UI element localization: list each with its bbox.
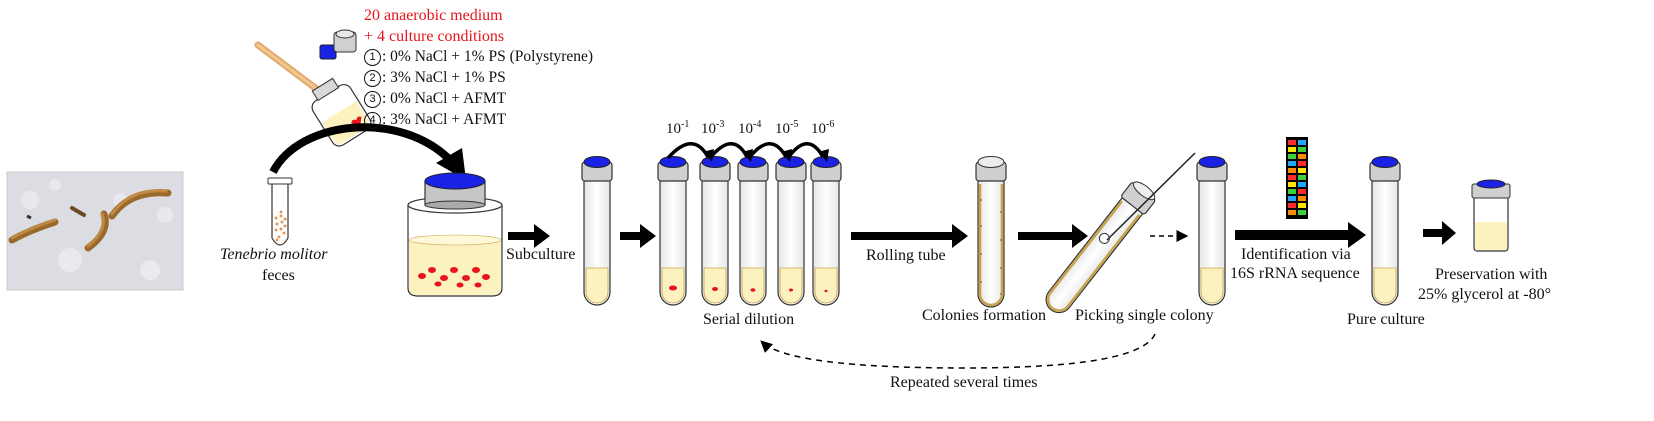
feces-label: feces xyxy=(262,267,295,284)
serial-dilution-label: Serial dilution xyxy=(703,311,795,328)
subculture-tube xyxy=(581,155,613,306)
dilution-tube-2 xyxy=(699,155,731,306)
sequence-bar-icon xyxy=(1286,137,1308,219)
preservation-label-1: Preservation with xyxy=(1435,266,1548,283)
condition-text: : 0% NaCl + AFMT xyxy=(382,90,507,107)
dilution-tube-3 xyxy=(737,155,769,306)
colonies-formation-label: Colonies formation xyxy=(922,307,1046,324)
condition-number-badge: 3 xyxy=(364,91,381,108)
culture-jar xyxy=(407,172,503,297)
condition-number-badge: 4 xyxy=(364,112,381,129)
condition-number-badge: 2 xyxy=(364,70,381,87)
media-heading-1: 20 anaerobic medium xyxy=(364,7,503,24)
repeat-arrow xyxy=(760,333,1156,369)
identification-label-1: Identification via xyxy=(1241,246,1351,263)
dilution-label-2: 10-3 xyxy=(701,119,725,137)
dilution-label-3: 10-4 xyxy=(738,119,762,137)
condition-text: : 3% NaCl + 1% PS xyxy=(382,69,506,86)
dilution-tube-5 xyxy=(810,155,842,306)
condition-text: : 0% NaCl + 1% PS (Polystyrene) xyxy=(382,48,594,65)
subculture-label: Subculture xyxy=(506,246,576,263)
condition-4: 4: 3% NaCl + AFMT xyxy=(364,110,506,130)
dilution-label-4: 10-5 xyxy=(775,119,799,137)
condition-number-badge: 1 xyxy=(364,49,381,66)
pure-culture-label: Pure culture xyxy=(1347,311,1425,328)
rolling-tube-label: Rolling tube xyxy=(866,247,946,264)
condition-text: : 3% NaCl + AFMT xyxy=(382,111,507,128)
picking-tube xyxy=(1045,181,1156,314)
picking-label: Picking single colony xyxy=(1075,307,1214,324)
vial-cap-icon xyxy=(319,29,357,60)
condition-3: 3: 0% NaCl + AFMT xyxy=(364,89,506,109)
dilution-tube-1 xyxy=(657,155,689,306)
feces-tube xyxy=(267,177,293,246)
rolling-tube xyxy=(975,156,1007,308)
preservation-label-2: 25% glycerol at -80° xyxy=(1418,286,1552,303)
repeated-label: Repeated several times xyxy=(890,374,1038,391)
species-label: Tenebrio molitor xyxy=(220,246,328,263)
mealworm-photo xyxy=(6,171,184,291)
condition-2: 2: 3% NaCl + 1% PS xyxy=(364,68,506,88)
dilution-label-1: 10-1 xyxy=(666,119,690,137)
media-heading-2: + 4 culture conditions xyxy=(364,28,505,45)
pure-culture-tube xyxy=(1369,155,1401,306)
condition-1: 1: 0% NaCl + 1% PS (Polystyrene) xyxy=(364,47,593,67)
dilution-label-5: 10-6 xyxy=(811,119,835,137)
single-colony-tube xyxy=(1196,155,1228,306)
dilution-tube-4 xyxy=(775,155,807,306)
inoculation-needle-icon xyxy=(1106,152,1196,241)
glycerol-vial xyxy=(1471,179,1511,252)
identification-label-2: 16S rRNA sequence xyxy=(1230,265,1360,282)
transfer-arrow xyxy=(269,123,466,180)
step-arrows xyxy=(508,221,1456,248)
